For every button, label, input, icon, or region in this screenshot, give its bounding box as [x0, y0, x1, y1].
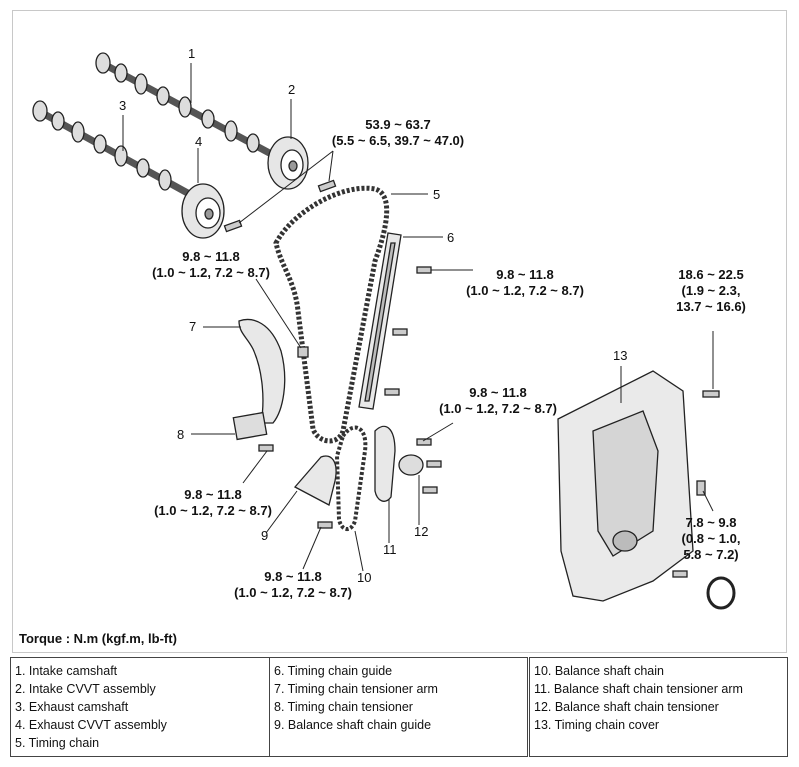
torque-cover-top: 18.6 ~ 22.5 (1.9 ~ 2.3, 13.7 ~ 16.6) — [676, 267, 746, 314]
callout-10: 10 — [357, 570, 372, 585]
intake-camshaft — [95, 52, 277, 160]
callout-7: 7 — [189, 319, 197, 334]
exploded-diagram: 1 2 3 4 5 6 7 8 9 10 11 12 13 53.9 ~ 63.… — [12, 10, 787, 653]
timing-chain-cover — [557, 370, 736, 610]
torque-cover-lower: 7.8 ~ 9.8 (0.8 ~ 1.0, 5.8 ~ 7.2) — [681, 515, 741, 562]
torque-guide-right: 9.8 ~ 11.8 (1.0 ~ 1.2, 7.2 ~ 8.7) — [466, 267, 584, 298]
legend-item: 13. Timing chain cover — [534, 718, 660, 732]
legend-item: 9. Balance shaft chain guide — [274, 718, 432, 732]
callout-9: 9 — [261, 528, 269, 543]
legend-column-1: 1. Intake camshaft 2. Intake CVVT assemb… — [10, 657, 270, 757]
legend-item: 5. Timing chain — [15, 736, 100, 750]
torque-bs-guide: 9.8 ~ 11.8 (1.0 ~ 1.2, 7.2 ~ 8.7) — [234, 569, 352, 600]
legend-item: 4. Exhaust CVVT assembly — [15, 718, 167, 732]
balance-shaft-chain-tensioner-arm — [374, 425, 396, 502]
legend-item: 12. Balance shaft chain tensioner — [534, 700, 719, 714]
legend-column-3: 10. Balance shaft chain 11. Balance shaf… — [527, 657, 788, 757]
callout-11: 11 — [383, 542, 397, 557]
cam-bolts — [223, 179, 337, 233]
torque-bs-tensioner: 9.8 ~ 11.8 (1.0 ~ 1.2, 7.2 ~ 8.7) — [439, 385, 557, 416]
diagram-drawing — [32, 52, 736, 610]
callout-6: 6 — [447, 230, 455, 245]
timing-chain-tensioner — [232, 411, 274, 452]
timing-chain-guide — [358, 232, 402, 410]
legend-item: 10. Balance shaft chain — [534, 664, 664, 678]
callout-8: 8 — [177, 427, 185, 442]
torque-units-note: Torque : N.m (kgf.m, lb-ft) — [19, 631, 177, 646]
callout-2: 2 — [288, 82, 296, 97]
parts-legend: 1. Intake camshaft 2. Intake CVVT assemb… — [10, 657, 788, 757]
exhaust-camshaft — [32, 100, 195, 200]
legend-item: 11. Balance shaft chain tensioner arm — [534, 682, 743, 696]
legend-item: 1. Intake camshaft — [15, 664, 118, 678]
legend-item: 3. Exhaust camshaft — [15, 700, 129, 714]
torque-tensioner-left: 9.8 ~ 11.8 (1.0 ~ 1.2, 7.2 ~ 8.7) — [154, 487, 272, 518]
intake-cvvt-assembly — [267, 136, 309, 190]
guide-bolts — [384, 266, 432, 396]
callout-3: 3 — [119, 98, 127, 113]
exhaust-cvvt-assembly — [181, 183, 225, 239]
balance-shaft-chain-tensioner — [398, 438, 442, 494]
timing-chain-tensioner-arm — [238, 318, 309, 424]
legend-item: 8. Timing chain tensioner — [274, 700, 413, 714]
torque-cam-bolt: 53.9 ~ 63.7 (5.5 ~ 6.5, 39.7 ~ 47.0) — [331, 117, 465, 148]
callout-13: 13 — [613, 348, 628, 363]
callout-4: 4 — [195, 134, 203, 149]
callout-12: 12 — [414, 524, 429, 539]
balance-shaft-chain-guide — [293, 455, 337, 529]
timing-chain — [273, 185, 390, 444]
callout-1: 1 — [188, 46, 196, 61]
legend-item: 7. Timing chain tensioner arm — [274, 682, 438, 696]
torque-guide-upper: 9.8 ~ 11.8 (1.0 ~ 1.2, 7.2 ~ 8.7) — [152, 249, 270, 280]
leader-lines — [122, 63, 714, 572]
legend-column-2: 6. Timing chain guide 7. Timing chain te… — [269, 657, 529, 757]
legend-item: 2. Intake CVVT assembly — [15, 682, 156, 696]
callout-5: 5 — [433, 187, 441, 202]
balance-shaft-chain — [334, 425, 368, 531]
legend-item: 6. Timing chain guide — [274, 664, 393, 678]
